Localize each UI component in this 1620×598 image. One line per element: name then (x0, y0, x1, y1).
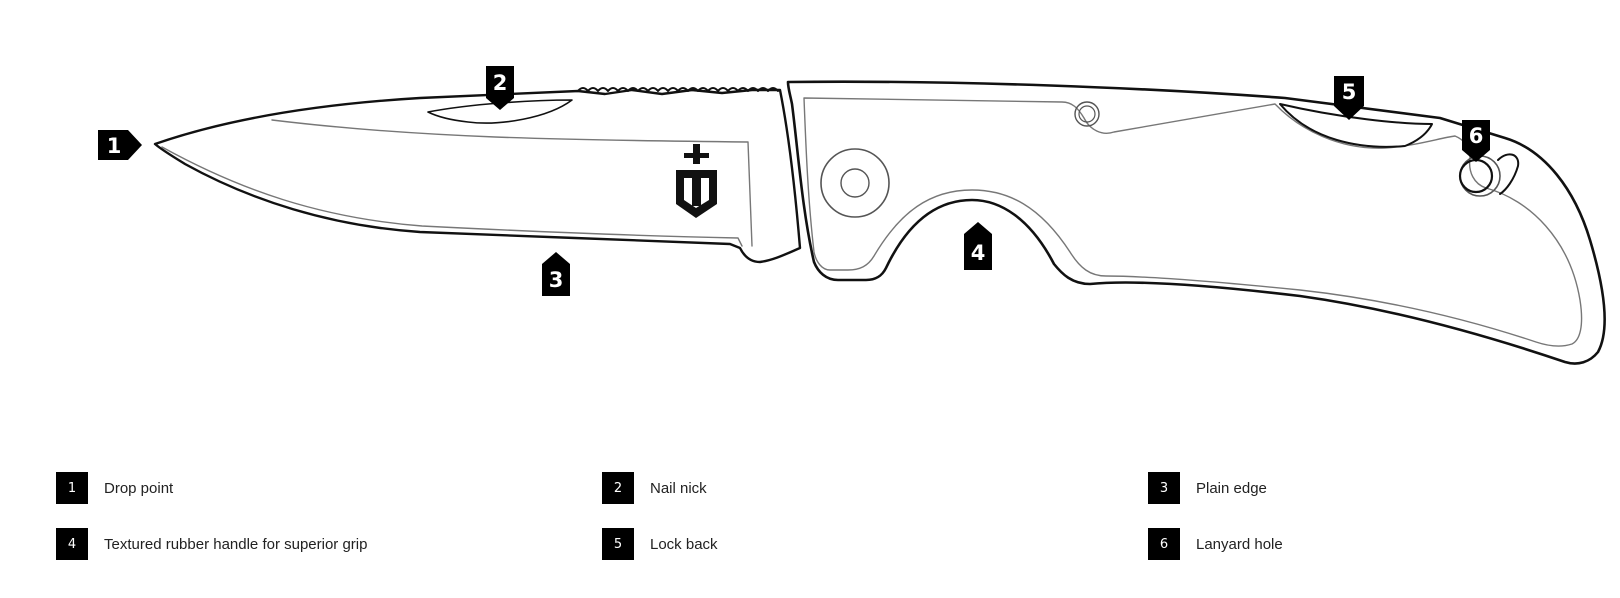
callout-number-5: 5 (1342, 80, 1357, 104)
callout-marker-6: 6 (1462, 120, 1490, 162)
handle (786, 80, 1606, 365)
legend-item-plain-edge: 3 Plain edge (1148, 472, 1267, 504)
callout-marker-2: 2 (486, 66, 514, 110)
legend-item-lanyard-hole: 6 Lanyard hole (1148, 528, 1283, 560)
callout-legend: 1 Drop point 2 Nail nick 3 Plain edge 4 … (56, 472, 1576, 572)
nail-nick (427, 99, 573, 124)
legend-label: Textured rubber handle for superior grip (104, 535, 368, 553)
legend-item-handle: 4 Textured rubber handle for superior gr… (56, 528, 367, 560)
legend-label: Plain edge (1196, 479, 1267, 497)
blade-grind-line (271, 119, 753, 247)
callout-marker-4: 4 (964, 222, 992, 270)
handle-outline (786, 80, 1606, 365)
serrated-spine (577, 87, 779, 92)
legend-badge: 1 (56, 472, 88, 504)
callout-marker-5: 5 (1334, 76, 1364, 120)
legend-label: Drop point (104, 479, 174, 497)
lanyard-slot (1497, 153, 1520, 195)
legend-label: Nail nick (650, 479, 707, 497)
legend-item-lock-back: 5 Lock back (602, 528, 718, 560)
pivot-inner (840, 168, 870, 198)
lanyard-hole-inner (1458, 158, 1494, 194)
lock-back-cutout (1279, 103, 1433, 148)
legend-item-drop-point: 1 Drop point (56, 472, 173, 504)
legend-badge: 6 (1148, 528, 1180, 560)
handle-inlay (803, 97, 1583, 347)
blade (153, 87, 802, 264)
handle-screw-outer (1074, 101, 1100, 127)
legend-badge: 4 (56, 528, 88, 560)
callout-number-3: 3 (549, 268, 564, 292)
callout-marker-1: 1 (98, 130, 142, 160)
legend-item-nail-nick: 2 Nail nick (602, 472, 707, 504)
legend-label: Lanyard hole (1196, 535, 1283, 553)
handle-screw-inner (1078, 105, 1096, 123)
callout-number-1: 1 (107, 134, 122, 158)
knife-diagram: 1 2 3 4 5 6 (98, 66, 1606, 365)
legend-badge: 3 (1148, 472, 1180, 504)
callout-marker-3: 3 (542, 252, 570, 296)
legend-badge: 5 (602, 528, 634, 560)
lanyard-hole-outer (1459, 155, 1501, 197)
callout-number-4: 4 (971, 241, 986, 265)
gerber-logo-icon (676, 144, 717, 218)
pivot-outer (820, 148, 890, 218)
blade-edge-bevel (161, 146, 743, 247)
callout-number-2: 2 (493, 71, 508, 95)
callout-number-6: 6 (1469, 124, 1484, 148)
legend-label: Lock back (650, 535, 718, 553)
blade-outline (153, 88, 802, 264)
legend-badge: 2 (602, 472, 634, 504)
